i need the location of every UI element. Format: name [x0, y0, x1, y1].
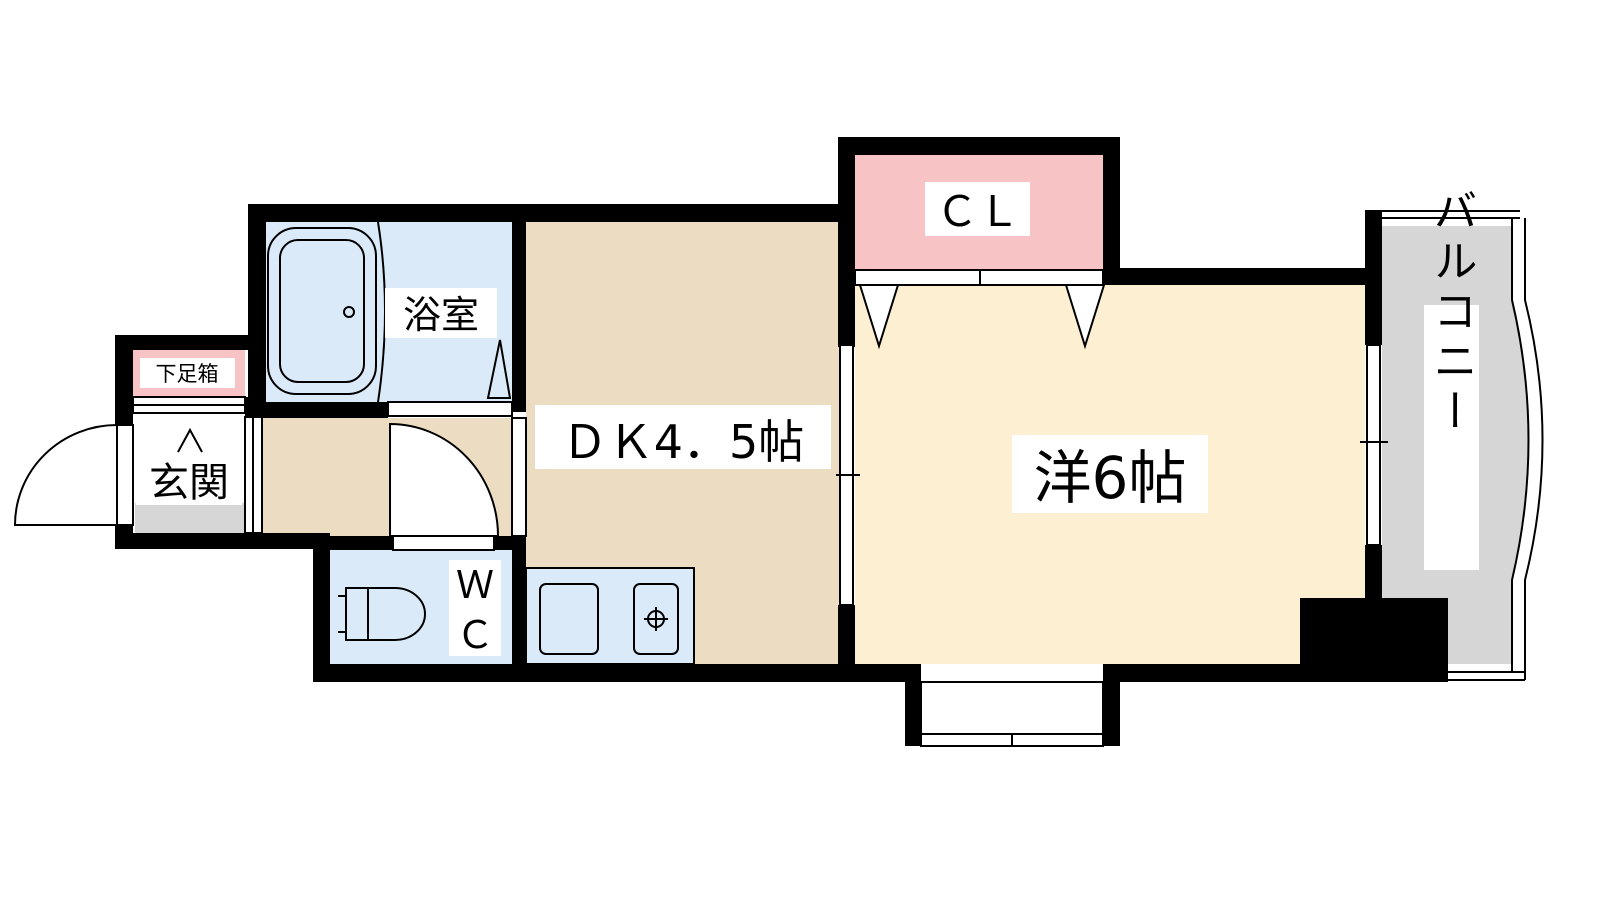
label-balcony: バルコニー: [1424, 188, 1479, 570]
label-dk: ＤＫ4．5帖: [535, 405, 831, 469]
label-shoe: 下足箱: [140, 358, 235, 388]
fixtures: [267, 221, 695, 665]
wc-label-bottom: Ｃ: [456, 613, 494, 657]
label-cl: ＣＬ: [925, 182, 1030, 236]
entrance-door: [13, 423, 118, 526]
entrance-step: [135, 503, 245, 533]
wc-label-top: Ｗ: [456, 563, 494, 607]
shoe-door: [177, 427, 203, 453]
closet-door-left: [858, 284, 900, 350]
doors: [13, 284, 1106, 537]
entrance-label: 玄関: [149, 460, 229, 506]
kitchen-counter: [525, 567, 695, 665]
western-room-label: 洋6帖: [1034, 444, 1187, 512]
label-entrance: 玄関: [136, 455, 242, 506]
toilet: [338, 587, 426, 641]
dk-label: ＤＫ4．5帖: [562, 415, 805, 469]
label-wc: Ｗ Ｃ: [449, 560, 501, 657]
closet-door-right: [1064, 284, 1106, 350]
balcony-label: バルコニー: [1426, 188, 1477, 438]
closet-label: ＣＬ: [936, 187, 1020, 236]
bathtub: [267, 227, 377, 395]
window-lines: [116, 210, 1544, 747]
hall-door: [389, 422, 500, 537]
label-bath: 浴室: [385, 288, 497, 338]
walls: [115, 137, 1448, 746]
bath-door: [486, 339, 512, 399]
bath-label: 浴室: [403, 293, 479, 337]
label-western: 洋6帖: [1012, 435, 1208, 513]
shoe-cabinet-label: 下足箱: [156, 362, 219, 386]
